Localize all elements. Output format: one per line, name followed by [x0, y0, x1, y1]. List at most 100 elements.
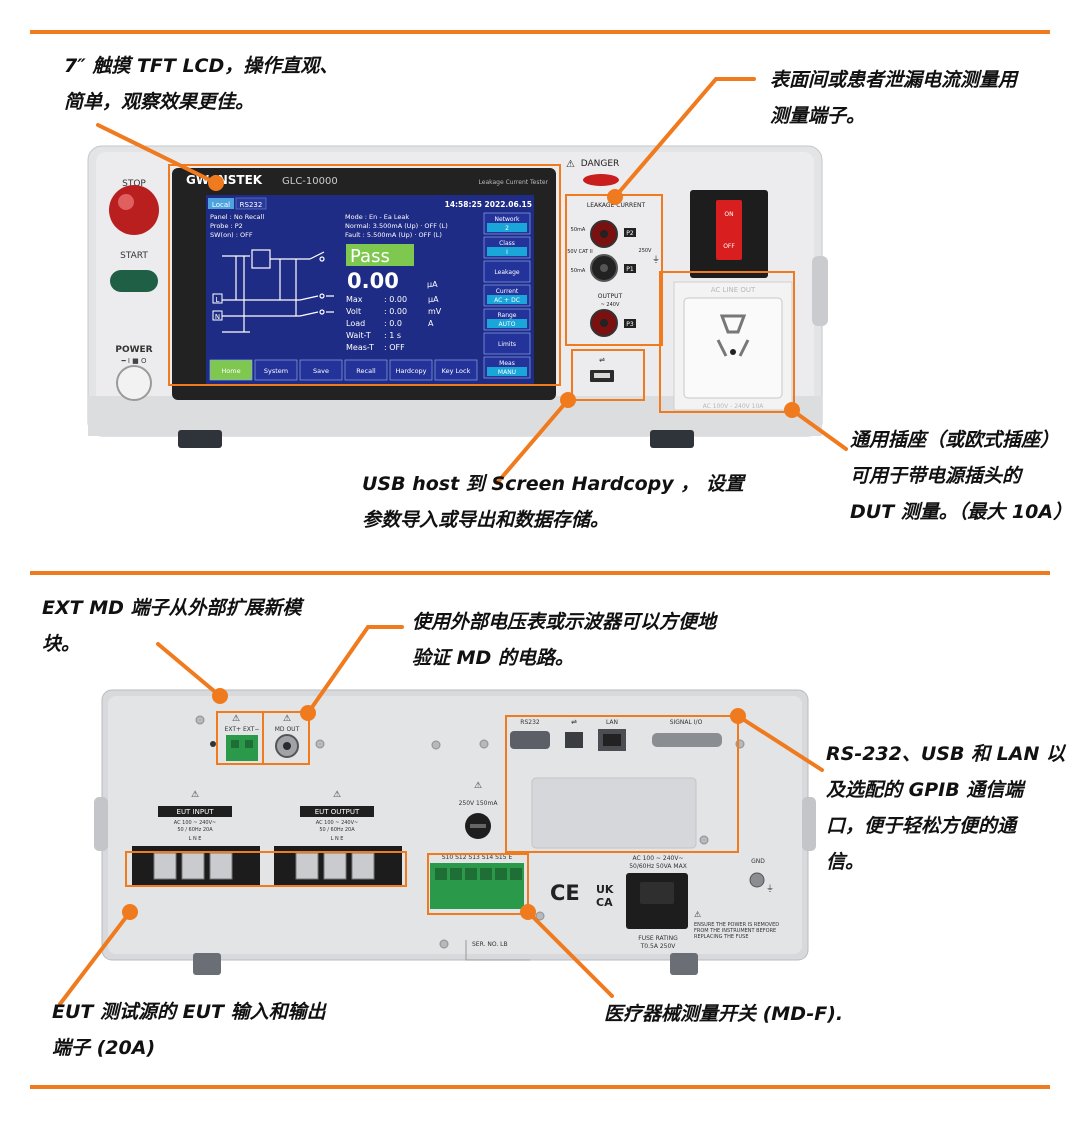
ext-plus-slot [231, 740, 239, 748]
tester-subtitle: Leakage Current Tester [479, 179, 549, 186]
serial-label-bracket [465, 940, 530, 961]
usb-highlight-box [571, 349, 645, 401]
volt-label: Volt [346, 307, 361, 316]
side-button-value-box-1 [487, 247, 527, 256]
bottom-button-2[interactable] [299, 359, 343, 381]
usb-device-port[interactable] [565, 732, 583, 748]
side-button-value-box-3 [487, 295, 527, 304]
middle-divider [30, 571, 1050, 575]
start-label: START [120, 251, 148, 261]
wait-value: : 1 s [384, 331, 401, 340]
rs232-port[interactable] [510, 731, 550, 749]
eut-warning-icon-1: ⚠ [191, 790, 199, 800]
eut-input-rating-1: AC 100 ~ 240V~ [174, 820, 216, 826]
load-value: : 0.0 [384, 319, 402, 328]
ext-led [210, 741, 216, 747]
max-unit: μA [428, 295, 439, 304]
md-out-highlight-box [262, 711, 310, 765]
eut-input-lne: L N E [189, 836, 202, 842]
fuse-rating-label-2: T0.5A 250V [640, 943, 677, 950]
lcd-screen[interactable] [206, 195, 534, 385]
dot-lcd [208, 175, 224, 191]
ac-inlet-rating-2: 50/60Hz 50VA MAX [629, 863, 687, 870]
main-power-switch[interactable] [716, 200, 742, 260]
eut-warning-icon-2: ⚠ [333, 790, 341, 800]
gpib-cover-plate [531, 777, 697, 849]
fuse-warning-line-2: FROM THE INSTRUMENT BEFORE [694, 928, 776, 934]
terminal-p1-hole [600, 264, 608, 272]
callout-md-out: 使用外部电压表或示波器可以方便地 验证 MD 的电路。 [412, 611, 717, 669]
side-button-value-0: 2 [505, 225, 509, 232]
side-button-label-3: Current [496, 288, 519, 295]
callout-socket: 通用插座（或欧式插座） 可用于带电源插头的 DUT 测量。（最大 10A） [850, 429, 1073, 523]
meas-label: Meas-T [346, 343, 374, 352]
signal-io-label: SIGNAL I/O [670, 719, 703, 726]
signal-io-port[interactable] [652, 733, 722, 747]
power-label: POWER [115, 345, 152, 355]
bottom-button-1[interactable] [254, 359, 298, 381]
callout-eut: EUT 测试源的 EUT 输入和输出 端子 (20A) [52, 1001, 326, 1059]
tab-rs232[interactable] [235, 197, 267, 210]
bottom-button-3[interactable] [344, 359, 388, 381]
label-p1-box [624, 264, 636, 273]
side-button-2[interactable] [483, 260, 531, 283]
screen-time: 14:58:25 2022.06.15 [445, 200, 532, 209]
dot-usb [560, 392, 576, 408]
leader-md-switch [526, 910, 614, 998]
cat-rating: 50V CAT II [567, 249, 593, 255]
circuit-n-box [212, 310, 223, 321]
model-name: GLC-10000 [282, 176, 338, 187]
danger-label: DANGER [581, 159, 620, 169]
tab-local[interactable] [208, 198, 234, 209]
label-p3-box [624, 319, 636, 328]
side-button-label-4: Range [497, 312, 516, 319]
leader-usb [495, 398, 570, 485]
start-button[interactable] [110, 270, 158, 292]
label-p2-box [624, 228, 636, 237]
dot-md-switch [520, 904, 536, 920]
terminal-p3-hole [600, 319, 608, 327]
fuse-rating-label-1: FUSE RATING [638, 935, 678, 942]
bottom-button-4[interactable] [389, 359, 433, 381]
universal-socket[interactable] [683, 297, 783, 399]
leader-lcd [96, 123, 218, 185]
ukca-mark-bottom: CA [596, 896, 613, 909]
leader-comm [736, 714, 824, 772]
callout-lcd: 7″ 触摸 TFT LCD，操作直观、 简单，观察效果更佳。 [64, 55, 339, 113]
gnd-terminal[interactable] [749, 872, 765, 888]
socket-label: AC LINE OUT [711, 286, 756, 294]
danger-lamp [583, 174, 619, 186]
side-button-value-4: AUTO [499, 321, 516, 328]
probe-status: Probe : P2 [210, 222, 243, 230]
label-p3: P3 [626, 321, 634, 328]
stop-label: STOP [122, 179, 146, 189]
side-button-5[interactable] [483, 332, 531, 355]
pass-text: Pass [350, 246, 390, 267]
fuse-warning-icon: ⚠ [474, 781, 482, 791]
side-button-label-5: Limits [498, 341, 516, 348]
side-button-value-box-6 [487, 367, 527, 376]
bottom-button-label-0: Home [221, 367, 240, 375]
terminal-highlight-box [565, 194, 663, 346]
md-out-label: MD OUT [275, 726, 300, 733]
socket-pins [716, 314, 750, 357]
volt-value: : 0.00 [384, 307, 407, 316]
max-value: : 0.00 [384, 295, 407, 304]
md-out-warning-icon: ⚠ [283, 714, 291, 724]
power-button[interactable] [116, 365, 152, 401]
usb-rear-icon: ⇌ [571, 718, 577, 726]
pass-indicator [346, 244, 414, 266]
bottom-button-label-1: System [264, 367, 288, 375]
circuit-n-text: N [215, 313, 220, 321]
panel-status: Panel : No Recall [210, 213, 264, 221]
max-label: Max [346, 295, 363, 304]
bottom-button-0[interactable] [209, 359, 253, 381]
fuse-warning-line-1: ENSURE THE POWER IS REMOVED [694, 922, 779, 928]
bottom-button-5[interactable] [434, 359, 478, 381]
side-button-value-3: AC + DC [494, 297, 520, 304]
ac-inlet-socket [640, 882, 674, 904]
eut-output-lne: L N E [331, 836, 344, 842]
label-p2: P2 [626, 230, 634, 237]
